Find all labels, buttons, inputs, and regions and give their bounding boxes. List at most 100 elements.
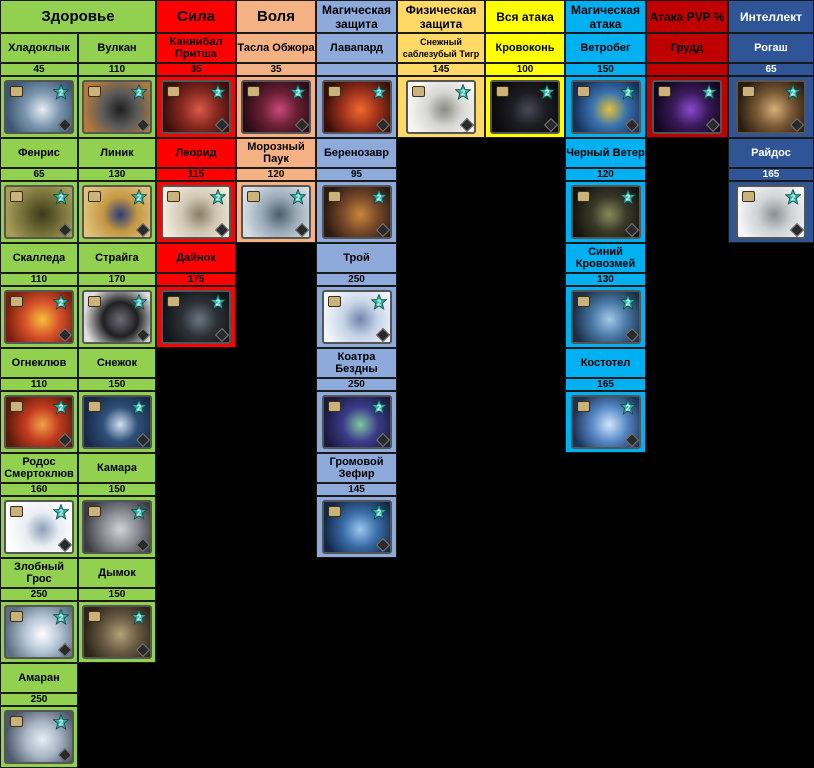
stat-value <box>316 63 397 76</box>
mount-card[interactable]: 2 <box>4 290 74 344</box>
mount-name: Трой <box>316 243 397 273</box>
mount-card[interactable]: 2 <box>4 185 74 239</box>
mount-image-cell: 2 <box>728 76 814 138</box>
star-level-icon: 2 <box>369 83 388 100</box>
stat-value: 120 <box>236 168 316 181</box>
mount-card[interactable]: 2 <box>406 80 476 134</box>
svg-text:2: 2 <box>296 87 301 97</box>
mount-card[interactable]: 2 <box>82 185 152 239</box>
mount-card[interactable]: 2 <box>321 185 392 239</box>
book-icon <box>167 296 180 307</box>
svg-text:2: 2 <box>216 297 221 307</box>
mount-name: Черный Ветер <box>565 138 646 168</box>
mount-name: Вулкан <box>78 33 156 63</box>
mount-image-cell: 2 <box>78 391 156 453</box>
mount-image-cell: 2 <box>316 391 397 453</box>
star-level-icon: 2 <box>52 188 70 205</box>
svg-text:2: 2 <box>707 87 712 97</box>
mount-image-cell: 2 <box>156 181 236 243</box>
star-level-icon: 2 <box>130 83 148 100</box>
svg-text:2: 2 <box>791 192 796 202</box>
mount-card[interactable]: 2 <box>82 605 152 659</box>
book-icon <box>496 86 509 97</box>
mount-card[interactable]: 2 <box>490 80 560 134</box>
mount-card[interactable]: 2 <box>241 80 311 134</box>
mount-name: Злобный Грос <box>0 558 78 588</box>
book-icon <box>10 191 23 202</box>
book-icon <box>88 296 101 307</box>
mount-name: Фенрис <box>0 138 78 168</box>
svg-text:2: 2 <box>137 192 142 202</box>
mount-card[interactable]: 2 <box>321 80 392 134</box>
svg-text:2: 2 <box>59 297 64 307</box>
column-header: Воля <box>236 0 316 33</box>
mount-card[interactable]: 2 <box>736 80 806 134</box>
mount-name: Страйга <box>78 243 156 273</box>
star-level-icon: 2 <box>52 713 70 730</box>
book-icon <box>658 86 671 97</box>
column-header: Здоровье <box>0 0 156 33</box>
mount-card[interactable]: 2 <box>570 80 641 134</box>
mount-card[interactable]: 2 <box>4 710 74 764</box>
stat-value: 165 <box>728 168 814 181</box>
star-level-icon: 2 <box>130 188 148 205</box>
mount-card[interactable]: 2 <box>321 500 392 554</box>
mount-card[interactable]: 2 <box>570 290 641 344</box>
mount-card[interactable]: 2 <box>4 605 74 659</box>
stat-value: 250 <box>316 378 397 391</box>
mount-image-cell: 2 <box>397 76 485 138</box>
mount-card[interactable]: 2 <box>4 500 74 554</box>
svg-text:2: 2 <box>59 612 64 622</box>
star-level-icon: 2 <box>52 503 70 520</box>
mount-card[interactable]: 2 <box>4 80 74 134</box>
mount-image-cell: 2 <box>316 76 397 138</box>
mount-card[interactable]: 2 <box>4 395 74 449</box>
mount-card[interactable]: 2 <box>321 395 392 449</box>
mount-card[interactable]: 2 <box>82 290 152 344</box>
mount-name: Коатра Бездны <box>316 348 397 378</box>
mount-card[interactable]: 2 <box>736 185 806 239</box>
mount-image-cell: 2 <box>565 76 646 138</box>
mount-card[interactable]: 2 <box>652 80 722 134</box>
mount-name: Снежный саблезубый Тигр <box>397 33 485 63</box>
mount-card[interactable]: 2 <box>161 185 231 239</box>
mount-image-cell: 2 <box>78 601 156 663</box>
mount-card[interactable]: 2 <box>161 290 231 344</box>
mount-image-cell: 2 <box>156 76 236 138</box>
mount-image-cell: 2 <box>728 181 814 243</box>
mount-name: Тасла Обжора <box>236 33 316 63</box>
book-icon <box>88 506 101 517</box>
star-level-icon: 2 <box>618 293 637 310</box>
mount-card[interactable]: 2 <box>321 290 392 344</box>
mount-image-cell: 2 <box>236 76 316 138</box>
mount-card[interactable]: 2 <box>570 185 641 239</box>
column-header: Сила <box>156 0 236 33</box>
mount-card[interactable]: 2 <box>82 395 152 449</box>
mount-image-cell: 2 <box>316 181 397 243</box>
stat-value: 145 <box>397 63 485 76</box>
star-level-icon: 2 <box>784 188 802 205</box>
stat-value: 110 <box>0 378 78 391</box>
star-level-icon: 2 <box>209 188 227 205</box>
mount-card[interactable]: 2 <box>161 80 231 134</box>
star-level-icon: 2 <box>52 83 70 100</box>
book-icon <box>576 86 590 97</box>
star-level-icon: 2 <box>130 503 148 520</box>
star-level-icon: 2 <box>369 398 388 415</box>
svg-text:2: 2 <box>59 507 64 517</box>
svg-text:2: 2 <box>625 297 630 307</box>
mount-card[interactable]: 2 <box>82 500 152 554</box>
mount-image-cell: 2 <box>316 496 397 558</box>
mount-name: Камара <box>78 453 156 483</box>
mount-card[interactable]: 2 <box>570 395 641 449</box>
star-level-icon: 2 <box>369 188 388 205</box>
svg-text:2: 2 <box>791 87 796 97</box>
mount-card[interactable]: 2 <box>82 80 152 134</box>
mount-card[interactable]: 2 <box>241 185 311 239</box>
stat-value: 65 <box>728 63 814 76</box>
